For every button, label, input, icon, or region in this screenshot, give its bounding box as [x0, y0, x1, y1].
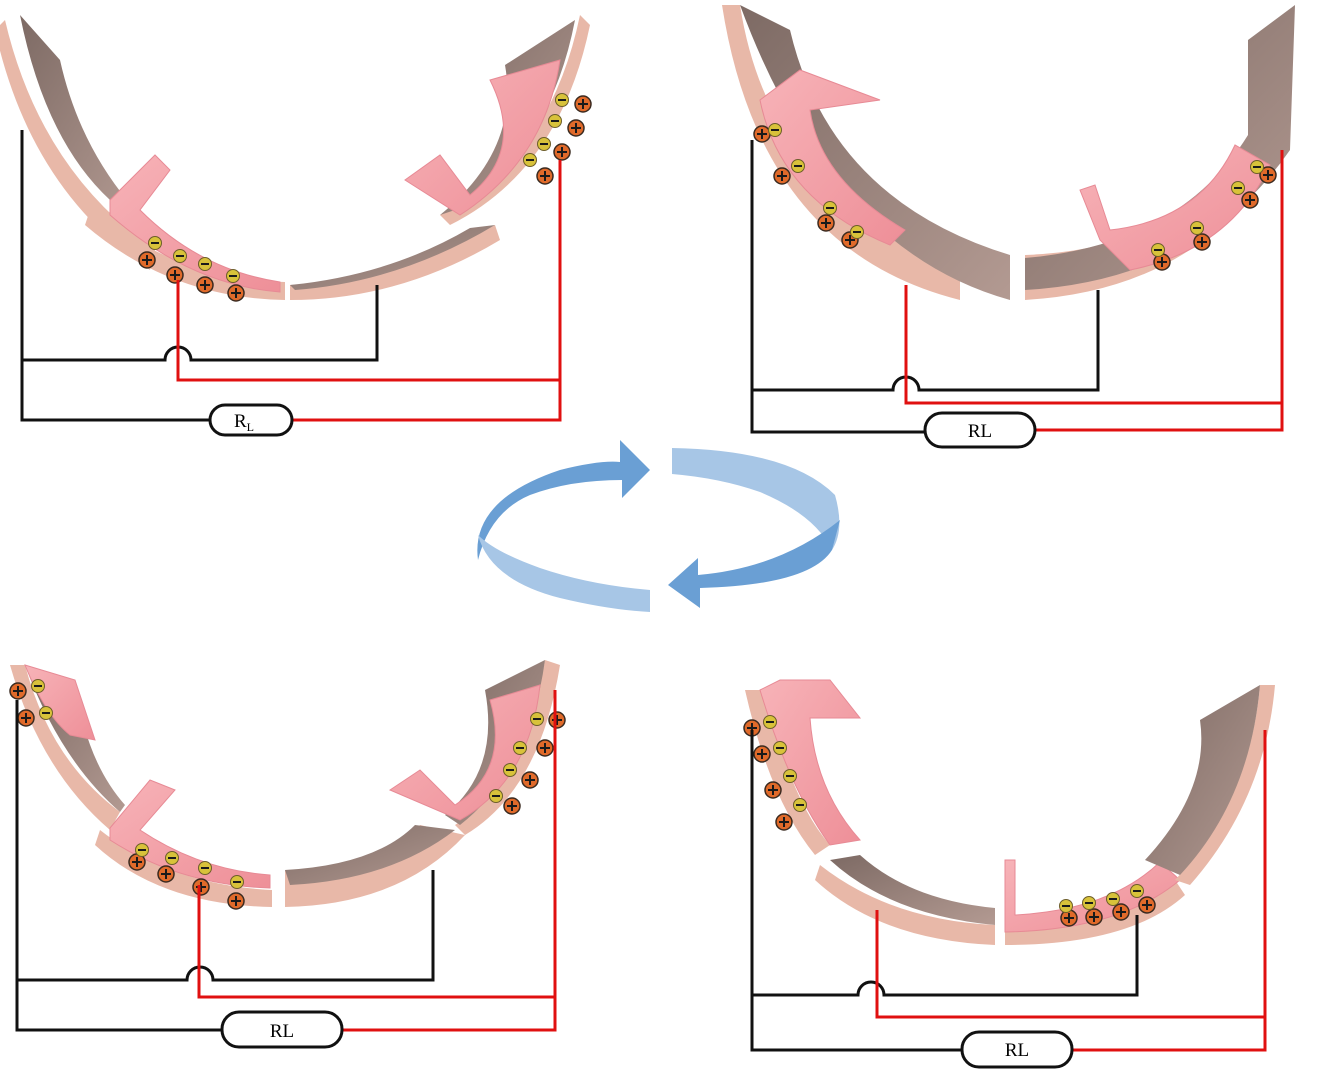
- panel-bottom-right: RL: [743, 679, 1275, 1069]
- load-resistor: RL: [960, 1030, 1074, 1069]
- panel-top-right: RL: [722, 5, 1295, 449]
- left-electrode-face: [20, 15, 140, 215]
- svg-text:RL: RL: [270, 1021, 294, 1042]
- cycle-arrow-bottom: [668, 520, 840, 608]
- bottom-electrode-right-face: [290, 225, 495, 290]
- positive-wire: [197, 690, 557, 999]
- negative-wire: [750, 730, 1139, 997]
- cycle-arrow-left: [478, 535, 650, 612]
- right-film: [1004, 859, 1181, 933]
- svg-text:RL: RL: [1005, 1040, 1029, 1061]
- left-electrode: [10, 665, 120, 830]
- left-electrode-face: [740, 5, 1010, 300]
- circuit-bottom-right: [750, 730, 1267, 1052]
- positive-wire: [176, 160, 562, 382]
- panel-top-left: RL: [0, 15, 592, 437]
- left-film: [759, 69, 906, 246]
- circuit-top-right: [750, 140, 1284, 434]
- right-film: [388, 684, 541, 821]
- positive-wire: [875, 730, 1267, 1019]
- load-label: RL: [270, 1021, 294, 1042]
- positive-wire-load: [292, 380, 562, 422]
- left-film: [109, 779, 271, 889]
- load-label: R: [234, 411, 247, 432]
- cycle-arrow: [477, 440, 840, 612]
- positive-wire-load: [342, 997, 557, 1032]
- load-subscript: L: [247, 420, 254, 434]
- circuit-top-left: [20, 130, 562, 422]
- right-electrode-face: [1145, 685, 1260, 875]
- positive-wire-load: [1072, 1017, 1267, 1052]
- right-film: [404, 59, 561, 216]
- load-label: RL: [1005, 1040, 1029, 1061]
- right-electrode: [1175, 685, 1275, 885]
- left-film: [109, 154, 281, 293]
- negative-wire-load: [20, 360, 210, 422]
- left-electrode: [722, 5, 960, 300]
- load-resistor: RL: [220, 1010, 344, 1049]
- load-label: RL: [968, 421, 992, 442]
- negative-wire-load: [750, 995, 962, 1052]
- positive-wire-load: [1035, 403, 1284, 432]
- negative-wire-load: [15, 980, 222, 1032]
- negative-wire: [20, 130, 379, 362]
- svg-text:RL: RL: [968, 421, 992, 442]
- load-resistor: RL: [923, 411, 1037, 449]
- bottom-electrode-left-face: [830, 855, 995, 925]
- negative-wire-load: [750, 390, 925, 434]
- cycle-arrow-top: [477, 440, 650, 560]
- load-resistor: RL: [208, 403, 294, 437]
- bottom-electrode-left: [95, 830, 272, 907]
- cycle-arrow-right: [672, 448, 840, 550]
- right-electrode: [455, 660, 560, 835]
- bottom-electrode-right-face: [285, 825, 455, 885]
- circuit-bottom-left: [15, 690, 557, 1032]
- positive-wire: [904, 150, 1284, 405]
- panel-bottom-left: RL: [9, 660, 566, 1049]
- bottom-electrode-left: [815, 865, 995, 945]
- svg-text:RL: RL: [234, 411, 254, 434]
